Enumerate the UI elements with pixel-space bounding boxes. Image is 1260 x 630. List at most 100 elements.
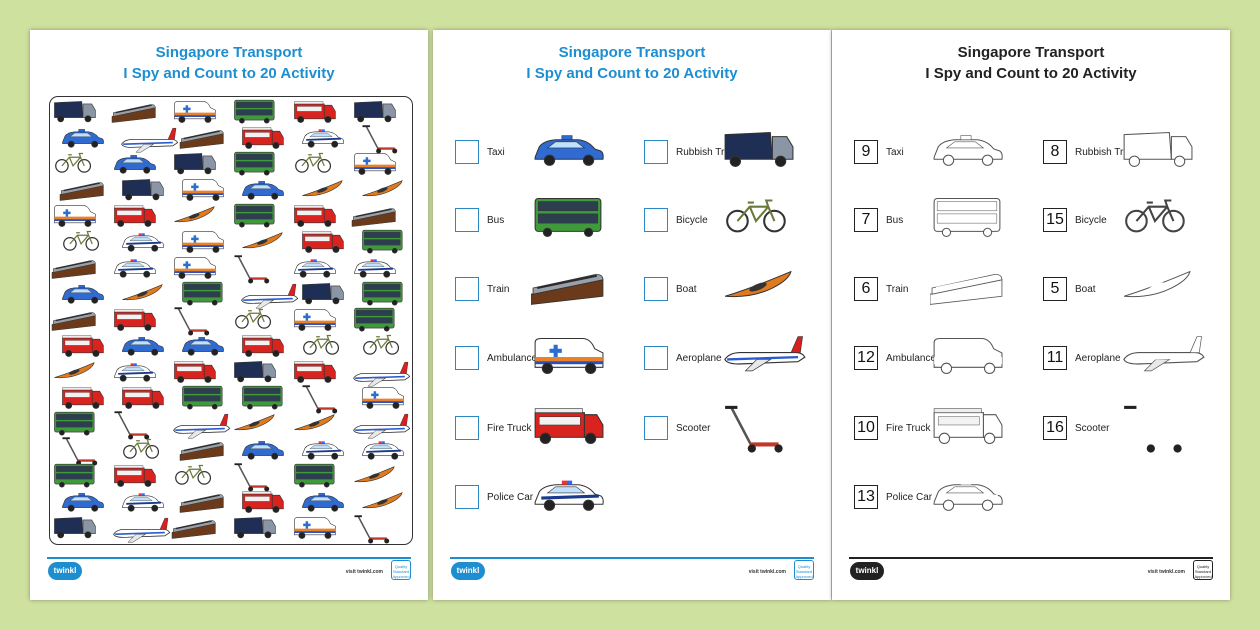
collage-bicycle-16 bbox=[295, 152, 332, 173]
collage-fire-57 bbox=[242, 335, 284, 357]
answer-box[interactable] bbox=[455, 485, 479, 509]
collage-train-29 bbox=[351, 208, 396, 227]
item-label: Rubbish Truck bbox=[1075, 147, 1139, 158]
transport-picture-collage bbox=[51, 99, 411, 544]
collage-bus-27 bbox=[234, 203, 275, 228]
collage-scooter-87 bbox=[234, 463, 270, 492]
collage-bicycle-51 bbox=[235, 308, 272, 329]
item-label: Scooter bbox=[1075, 423, 1110, 434]
taxi-picture bbox=[930, 126, 1004, 179]
collage-bicycle-58 bbox=[303, 334, 340, 355]
plane-picture bbox=[1120, 332, 1210, 385]
collage-rubbish-0 bbox=[54, 101, 96, 123]
collage-scooter-78 bbox=[62, 437, 98, 466]
collage-fire-66 bbox=[62, 387, 104, 409]
answer-box[interactable] bbox=[455, 277, 479, 301]
i-spy-picture-grid bbox=[49, 96, 413, 545]
answer-box[interactable] bbox=[455, 346, 479, 370]
item-label: Ambulance bbox=[886, 353, 937, 364]
collage-plane-77 bbox=[353, 413, 411, 439]
item-label: Train bbox=[487, 284, 510, 295]
collage-train-92 bbox=[179, 494, 224, 513]
collage-bicycle-86 bbox=[175, 464, 212, 485]
bicycle-picture bbox=[721, 194, 795, 247]
plane-picture bbox=[721, 332, 811, 385]
collage-rubbish-96 bbox=[54, 517, 96, 539]
collage-boat-60 bbox=[54, 362, 95, 379]
answer-box[interactable] bbox=[644, 416, 668, 440]
rubbish-picture bbox=[1120, 126, 1194, 179]
answer-box[interactable] bbox=[644, 140, 668, 164]
count-box: 13 bbox=[854, 485, 878, 509]
item-label: Police Car bbox=[886, 492, 933, 503]
worksheet-page-colour: Singapore Transport I Spy and Count to 2… bbox=[433, 30, 831, 600]
collage-bus-44 bbox=[182, 281, 223, 306]
count-box: 9 bbox=[854, 140, 878, 164]
collage-police-31 bbox=[122, 233, 164, 252]
collage-police-83 bbox=[362, 441, 404, 460]
collage-bicycle-59 bbox=[363, 334, 400, 355]
collage-scooter-70 bbox=[302, 385, 338, 414]
page-title: Singapore Transport I Spy and Count to 2… bbox=[123, 44, 335, 82]
collage-fire-85 bbox=[114, 465, 156, 487]
answer-box[interactable] bbox=[644, 346, 668, 370]
collage-taxi-6 bbox=[62, 129, 104, 148]
count-box: 16 bbox=[1043, 416, 1067, 440]
collage-boat-23 bbox=[362, 180, 403, 197]
footer-divider bbox=[450, 557, 814, 559]
collage-ambulance-20 bbox=[182, 179, 224, 201]
footer-site-text: visit twinkl.com bbox=[748, 569, 786, 575]
collage-bicycle-30 bbox=[63, 230, 100, 251]
answer-box[interactable] bbox=[455, 140, 479, 164]
collage-rubbish-63 bbox=[234, 361, 276, 383]
item-label: Aeroplane bbox=[676, 353, 722, 364]
answer-box[interactable] bbox=[644, 277, 668, 301]
collage-taxi-55 bbox=[122, 337, 164, 356]
collage-scooter-101 bbox=[354, 515, 390, 544]
page-title: Singapore Transport I Spy and Count to 2… bbox=[925, 44, 1137, 82]
count-box: 10 bbox=[854, 416, 878, 440]
item-label: Train bbox=[886, 284, 909, 295]
worksheet-page-ispy: Singapore Transport I Spy and Count to 2… bbox=[30, 30, 428, 600]
twinkl-logo: twinkl bbox=[451, 562, 485, 580]
worksheet-page-answers: Singapore Transport I Spy and Count to 2… bbox=[832, 30, 1230, 600]
answer-box[interactable] bbox=[644, 208, 668, 232]
collage-fire-54 bbox=[62, 335, 104, 357]
collage-fire-49 bbox=[114, 309, 156, 331]
collage-bus-53 bbox=[354, 307, 395, 332]
collage-scooter-50 bbox=[174, 307, 210, 336]
collage-taxi-42 bbox=[62, 285, 104, 304]
collage-train-18 bbox=[59, 182, 104, 201]
collage-bus-69 bbox=[242, 385, 283, 410]
collage-taxi-94 bbox=[302, 493, 344, 512]
count-box: 5 bbox=[1043, 277, 1067, 301]
collage-fire-4 bbox=[294, 101, 336, 123]
twinkl-logo: twinkl bbox=[48, 562, 82, 580]
collage-ambulance-52 bbox=[294, 309, 336, 331]
footer-divider bbox=[849, 557, 1213, 559]
item-label: Bus bbox=[886, 215, 904, 226]
collage-boat-76 bbox=[294, 414, 335, 431]
collage-police-40 bbox=[294, 259, 336, 278]
collage-boat-26 bbox=[174, 206, 215, 223]
collage-ambulance-17 bbox=[354, 153, 396, 175]
collage-taxi-13 bbox=[114, 155, 156, 174]
answer-box[interactable] bbox=[455, 416, 479, 440]
collage-bus-88 bbox=[294, 463, 335, 488]
item-label: Boat bbox=[1075, 284, 1096, 295]
count-box: 8 bbox=[1043, 140, 1067, 164]
collage-boat-22 bbox=[302, 180, 343, 197]
collage-ambulance-100 bbox=[294, 517, 336, 539]
boat-picture bbox=[721, 263, 795, 316]
taxi-picture bbox=[531, 126, 605, 179]
collage-rubbish-14 bbox=[174, 153, 216, 175]
collage-fire-9 bbox=[242, 127, 284, 149]
answer-box[interactable] bbox=[455, 208, 479, 232]
collage-police-61 bbox=[114, 363, 156, 382]
scooter-picture bbox=[721, 402, 795, 463]
item-label: Scooter bbox=[676, 423, 711, 434]
collage-taxi-21 bbox=[242, 181, 284, 200]
collage-bus-47 bbox=[362, 281, 403, 306]
collage-rubbish-46 bbox=[302, 283, 344, 305]
police-picture bbox=[531, 471, 605, 524]
